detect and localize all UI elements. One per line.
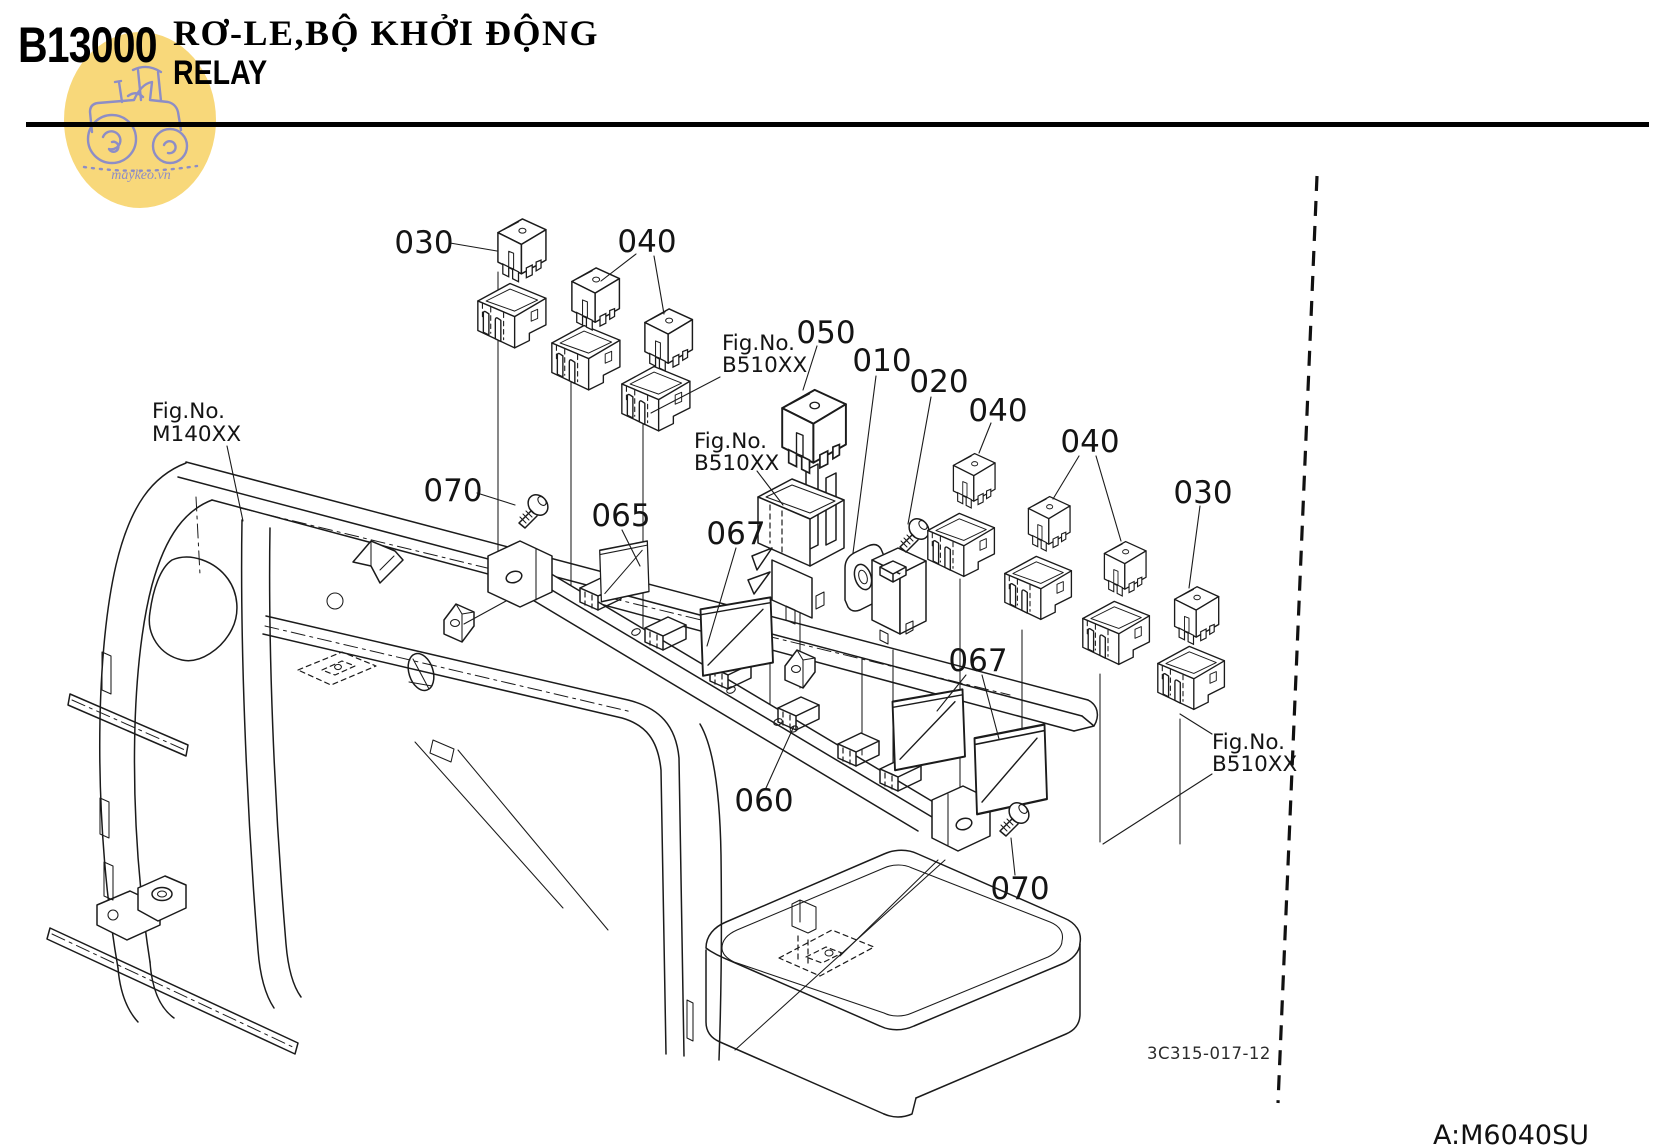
callout-labels: 030 040 050 010 020 040 040 030 070 065 … [394, 224, 1232, 907]
leader-lines [226, 242, 1213, 876]
page-title-vietnamese: RƠ-LE,BỘ KHỞI ĐỘNG [173, 13, 600, 53]
section-code: B13000 [18, 17, 158, 73]
relay-040-mid [952, 452, 996, 509]
callout-040-right: 040 [1060, 424, 1119, 460]
page-break-line [1276, 175, 1319, 1104]
fig-ref-label: Fig.No. [152, 399, 225, 424]
fig-ref-label: Fig.No. [694, 429, 767, 454]
callout-020: 020 [909, 364, 968, 400]
fig-ref-code: B510XX [694, 451, 780, 476]
screw-070-top [518, 490, 553, 529]
drawing-number: 3C315-017-12 [1147, 1044, 1271, 1063]
fig-ref-code: B510XX [722, 353, 808, 378]
tractor-icon [82, 65, 199, 172]
page-title-english: RELAY [173, 54, 268, 92]
relay-040-a [571, 267, 621, 331]
relay-holder-b510 [747, 463, 845, 625]
callout-030-right: 030 [1173, 475, 1232, 511]
fig-ref-code: B510XX [1212, 752, 1298, 777]
callout-040-mid: 040 [968, 393, 1027, 429]
fig-ref-label: Fig.No. [722, 331, 795, 356]
relay-050 [781, 388, 847, 475]
callout-070-bottom: 070 [990, 871, 1049, 907]
starter-relay-assy-010 [844, 543, 927, 645]
relay-rail-060 [487, 540, 991, 852]
fig-ref-b510-mid: Fig.No. B510XX [694, 429, 780, 476]
assembly-lines [463, 271, 1181, 1051]
callout-050: 050 [796, 315, 855, 351]
header-divider [26, 122, 1649, 127]
callout-010: 010 [852, 343, 911, 379]
relay-030-right [1173, 586, 1220, 645]
callout-030-left: 030 [394, 225, 453, 261]
frame-m140 [46, 461, 1099, 1118]
callout-060: 060 [734, 783, 793, 819]
relay-040-d [1103, 540, 1147, 597]
callout-067-left: 067 [706, 516, 765, 552]
callout-070-top: 070 [423, 473, 482, 509]
relay-030-left [497, 218, 547, 283]
fig-ref-b510-right: Fig.No. B510XX [1212, 730, 1298, 777]
model-code: A:M6040SU [1433, 1120, 1589, 1148]
fig-ref-b510-top: Fig.No. B510XX [722, 331, 808, 378]
callout-040-left: 040 [617, 224, 676, 260]
watermark-logo: maykeo.vn [64, 32, 216, 208]
fig-ref-label: Fig.No. [1212, 730, 1285, 755]
callout-067-right: 067 [948, 643, 1007, 679]
watermark-site-label: maykeo.vn [111, 168, 170, 183]
callout-065: 065 [591, 498, 650, 534]
fig-ref-code: M140XX [152, 422, 241, 447]
relay-040-b [644, 308, 694, 372]
relay-040-c [1027, 495, 1071, 552]
fig-ref-m140: Fig.No. M140XX [152, 399, 241, 447]
